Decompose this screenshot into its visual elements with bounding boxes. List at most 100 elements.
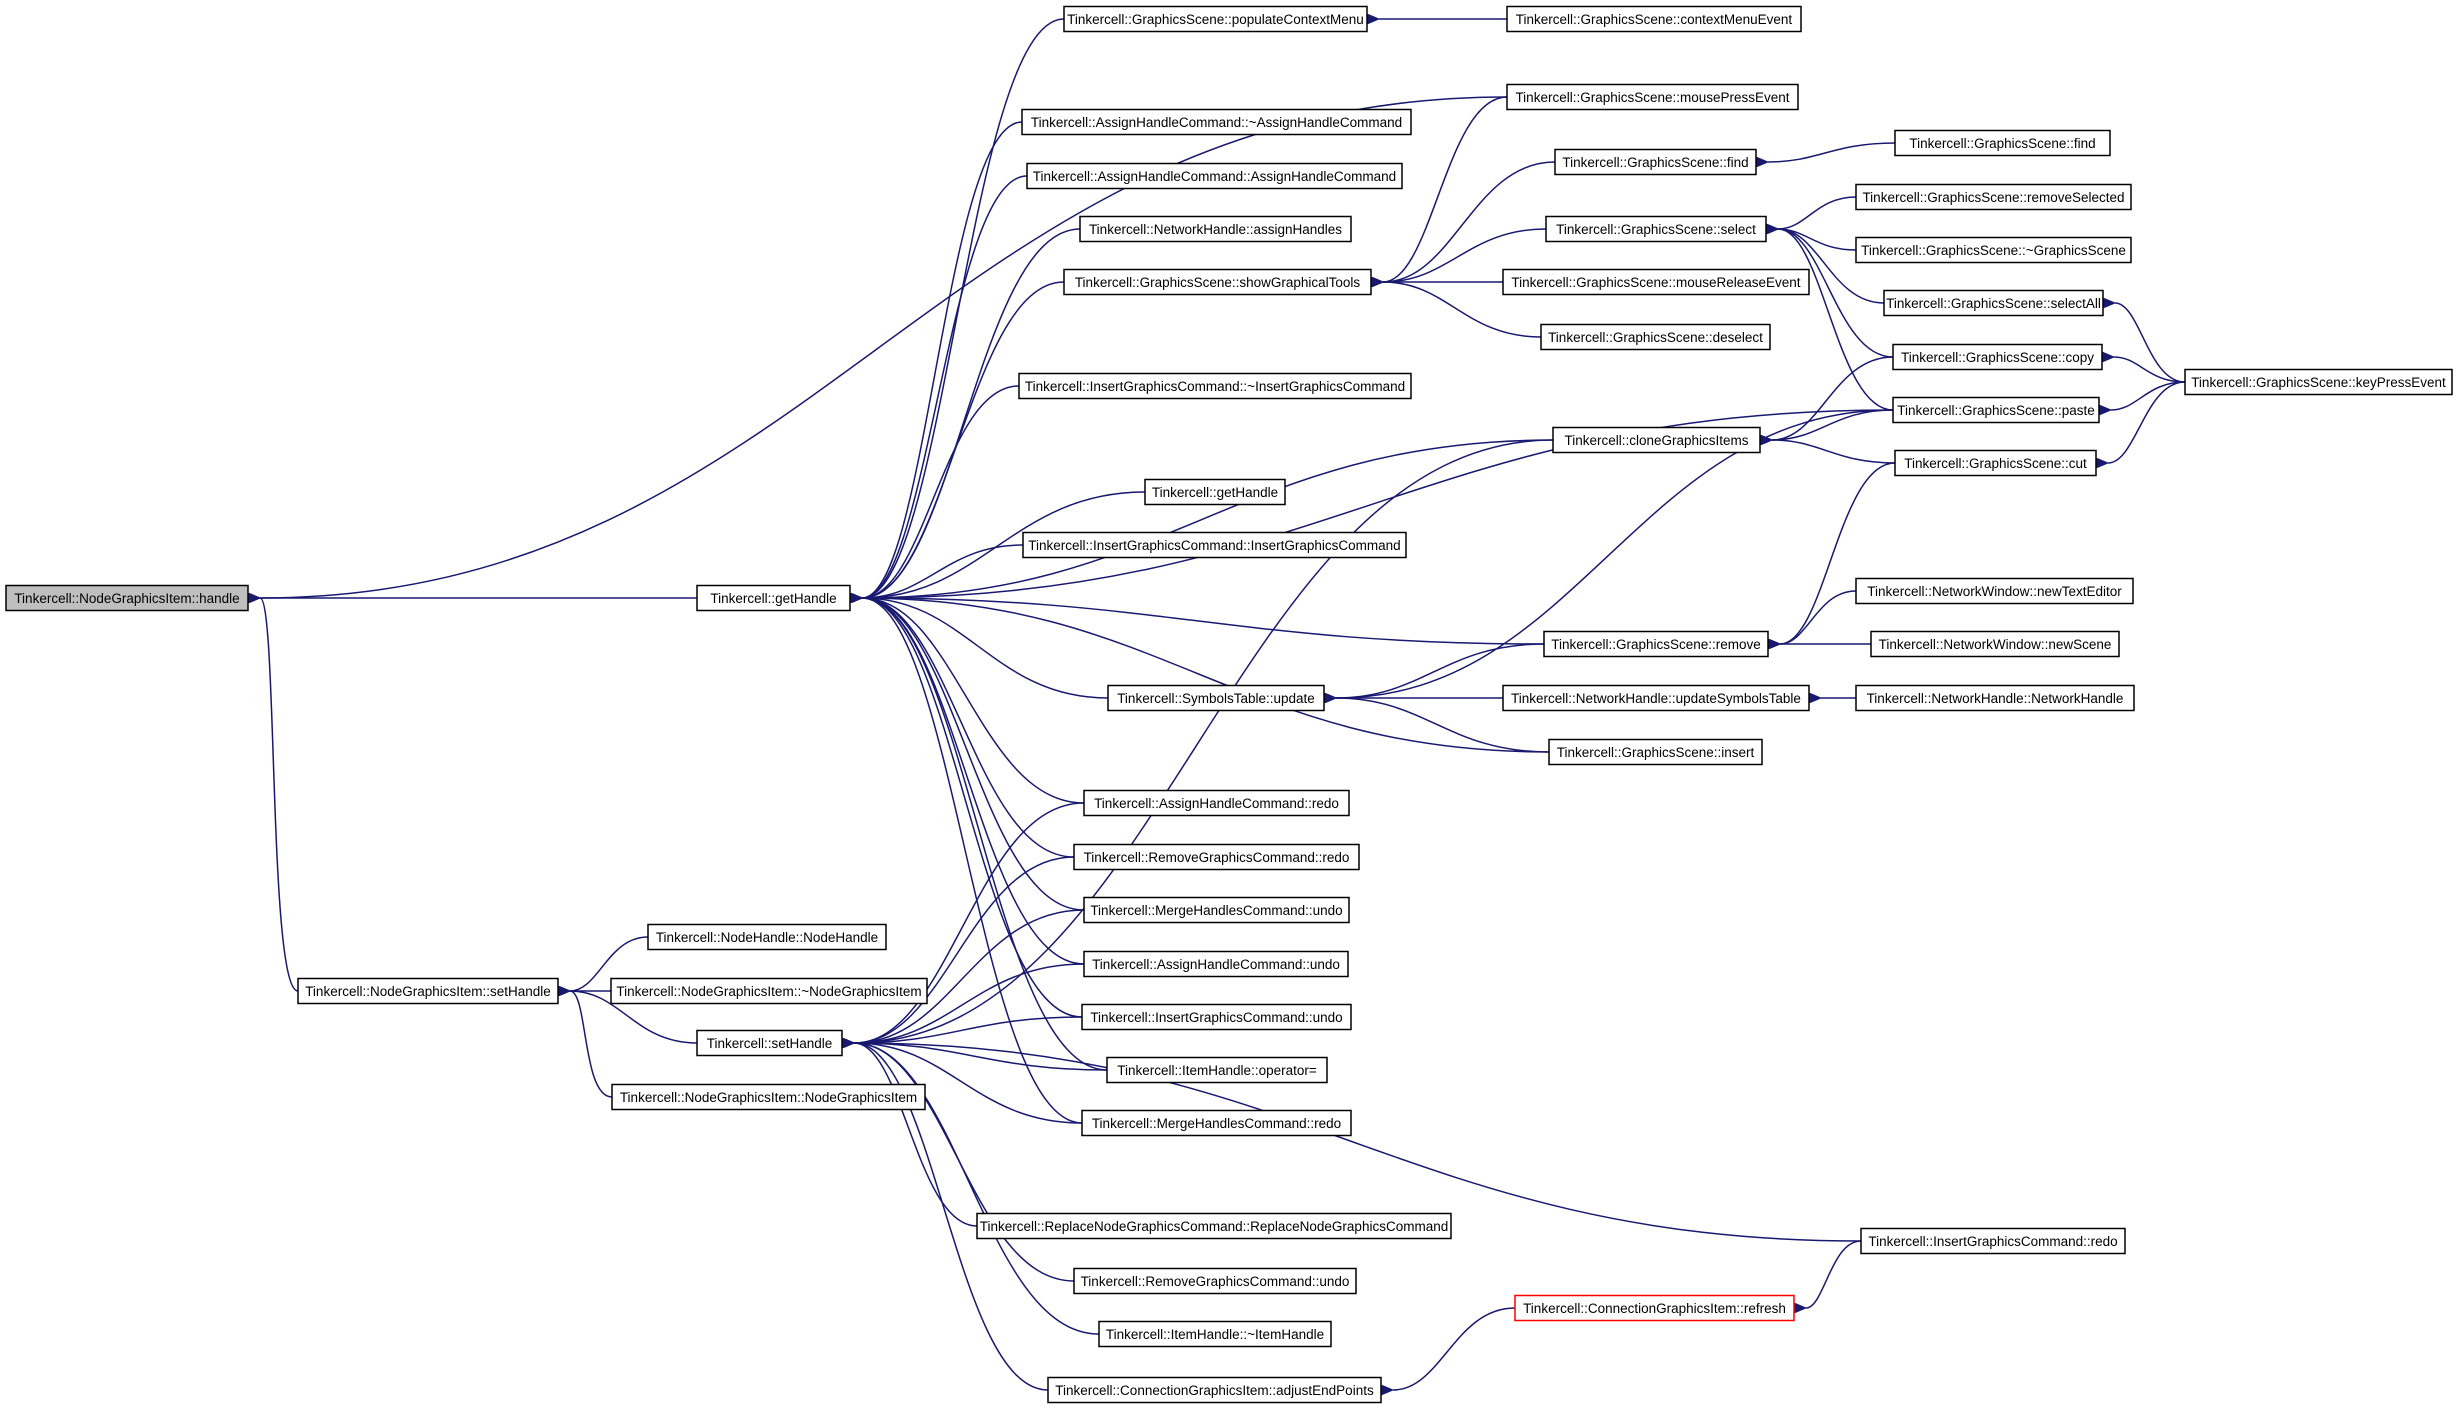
function-node[interactable]: Tinkercell::NetworkWindow::newScene (1870, 630, 2120, 658)
call-edge-n24-to-n21 (2115, 303, 2186, 383)
function-node[interactable]: Tinkercell::AssignHandleCommand::~Assign… (1021, 108, 1412, 136)
function-node-label: Tinkercell::AssignHandleCommand::undo (1092, 957, 1340, 972)
function-node[interactable]: Tinkercell::RemoveGraphicsCommand::redo (1073, 843, 1360, 871)
function-node-label: Tinkercell::GraphicsScene::paste (1897, 403, 2095, 418)
function-node[interactable]: Tinkercell::InsertGraphicsCommand::~Inse… (1018, 372, 1412, 400)
function-node-box (976, 1212, 1452, 1240)
function-node[interactable]: Tinkercell::MergeHandlesCommand::redo (1081, 1109, 1352, 1137)
function-node[interactable]: Tinkercell::NetworkHandle::assignHandles (1079, 215, 1352, 243)
call-edge-n3-to-n2 (570, 991, 698, 1044)
function-node[interactable]: Tinkercell::GraphicsScene::paste (1892, 396, 2100, 424)
call-edge-n39-to-n1 (862, 598, 1108, 1071)
function-node[interactable]: Tinkercell::NetworkHandle::updateSymbols… (1502, 684, 1810, 712)
function-node[interactable]: Tinkercell::GraphicsScene::contextMenuEv… (1506, 5, 1802, 33)
function-node-box (1883, 289, 2104, 317)
function-node[interactable]: Tinkercell::setHandle (696, 1029, 843, 1057)
function-node-box (1144, 478, 1286, 506)
function-node-box (1018, 372, 1412, 400)
function-node[interactable]: Tinkercell::InsertGraphicsCommand::redo (1860, 1227, 2126, 1255)
function-node[interactable]: Tinkercell::getHandle (1144, 478, 1286, 506)
function-node[interactable]: Tinkercell::ReplaceNodeGraphicsCommand::… (976, 1212, 1452, 1240)
function-node-label: Tinkercell::GraphicsScene::select (1556, 222, 1756, 237)
function-node[interactable]: Tinkercell::getHandle (696, 584, 851, 612)
function-node-label: Tinkercell::NetworkWindow::newTextEditor (1867, 584, 2122, 599)
function-node[interactable]: Tinkercell::NodeGraphicsItem::NodeGraphi… (611, 1083, 926, 1111)
function-node-box (297, 977, 559, 1005)
function-node-box (2184, 368, 2453, 396)
function-node[interactable]: Tinkercell::ConnectionGraphicsItem::refr… (1514, 1294, 1795, 1322)
function-node[interactable]: Tinkercell::NetworkWindow::newTextEditor (1855, 577, 2134, 605)
function-node-label: Tinkercell::GraphicsScene::selectAll (1886, 296, 2101, 311)
function-node-box (1548, 738, 1763, 766)
function-node[interactable]: Tinkercell::MergeHandlesCommand::undo (1083, 896, 1350, 924)
function-node-label: Tinkercell::ItemHandle::operator= (1117, 1063, 1317, 1078)
call-edge-n26-to-n1 (862, 439, 1554, 598)
function-node-label: Tinkercell::GraphicsScene::deselect (1548, 330, 1763, 345)
call-edge-n45-to-n3 (854, 1043, 1075, 1282)
function-node[interactable]: Tinkercell::ItemHandle::~ItemHandle (1098, 1320, 1332, 1348)
function-node-box (1106, 1056, 1328, 1084)
function-node[interactable]: Tinkercell::GraphicsScene::deselect (1540, 323, 1771, 351)
function-node[interactable]: Tinkercell::GraphicsScene::select (1545, 215, 1767, 243)
function-node[interactable]: Tinkercell::NodeGraphicsItem::handle (5, 584, 249, 612)
call-edge-n44-to-n3 (854, 1043, 978, 1227)
function-node-box (1894, 129, 2111, 157)
function-node-box (1083, 789, 1350, 817)
function-node[interactable]: Tinkercell::InsertGraphicsCommand::undo (1081, 1003, 1352, 1031)
function-node[interactable]: Tinkercell::RemoveGraphicsCommand::undo (1073, 1267, 1357, 1295)
function-node-label: Tinkercell::GraphicsScene::insert (1557, 745, 1755, 760)
function-node[interactable]: Tinkercell::GraphicsScene::cut (1894, 449, 2097, 477)
function-node[interactable]: Tinkercell::GraphicsScene::showGraphical… (1063, 268, 1372, 296)
function-node-label: Tinkercell::NodeGraphicsItem::NodeGraphi… (620, 1090, 917, 1105)
call-edge-n8-to-n1 (862, 175, 1028, 598)
function-node-box (1081, 1003, 1352, 1031)
function-node[interactable]: Tinkercell::GraphicsScene::keyPressEvent (2184, 368, 2453, 396)
function-node-label: Tinkercell::GraphicsScene::remove (1551, 637, 1761, 652)
function-node[interactable]: Tinkercell::NodeGraphicsItem::~NodeGraph… (610, 977, 928, 1005)
function-node-label: Tinkercell::NetworkHandle::updateSymbols… (1511, 691, 1801, 706)
function-node-label: Tinkercell::GraphicsScene::populateConte… (1067, 12, 1364, 27)
function-node-label: Tinkercell::AssignHandleCommand::AssignH… (1033, 169, 1396, 184)
function-node[interactable]: Tinkercell::InsertGraphicsCommand::Inser… (1022, 531, 1407, 559)
function-node-box (1021, 108, 1412, 136)
edges-layer (260, 19, 2186, 1390)
function-node-box (610, 977, 928, 1005)
function-node[interactable]: Tinkercell::GraphicsScene::remove (1543, 630, 1769, 658)
call-edge-n11-to-n1 (862, 385, 1020, 598)
function-node-box (611, 1083, 926, 1111)
call-edge-n40-to-n3 (854, 1043, 1083, 1124)
function-node[interactable]: Tinkercell::GraphicsScene::mousePressEve… (1506, 83, 1799, 111)
function-node[interactable]: Tinkercell::SymbolsTable::update (1107, 684, 1325, 712)
function-node[interactable]: Tinkercell::GraphicsScene::find (1554, 148, 1757, 176)
function-node-box (1855, 684, 2135, 712)
function-node[interactable]: Tinkercell::ConnectionGraphicsItem::adju… (1047, 1376, 1382, 1404)
function-node[interactable]: Tinkercell::ItemHandle::operator= (1106, 1056, 1328, 1084)
function-node[interactable]: Tinkercell::GraphicsScene::insert (1548, 738, 1763, 766)
function-node[interactable]: Tinkercell::GraphicsScene::removeSelecte… (1855, 183, 2132, 211)
call-edge-n23-to-n26 (1772, 356, 1894, 440)
function-node[interactable]: Tinkercell::GraphicsScene::copy (1892, 343, 2103, 371)
function-node[interactable]: Tinkercell::GraphicsScene::mouseReleaseE… (1502, 268, 1810, 296)
function-node-box (1860, 1227, 2126, 1255)
function-node-label: Tinkercell::getHandle (1152, 485, 1278, 500)
function-node[interactable]: Tinkercell::NodeHandle::NodeHandle (647, 923, 887, 951)
function-node[interactable]: Tinkercell::AssignHandleCommand::undo (1083, 950, 1349, 978)
function-node[interactable]: Tinkercell::GraphicsScene::populateConte… (1063, 5, 1368, 33)
call-edge-n29-to-n14 (1336, 643, 1545, 698)
function-node[interactable]: Tinkercell::AssignHandleCommand::redo (1083, 789, 1350, 817)
function-node-label: Tinkercell::InsertGraphicsCommand::redo (1868, 1234, 2117, 1249)
call-edge-n40-to-n1 (862, 598, 1083, 1124)
function-node[interactable]: Tinkercell::AssignHandleCommand::AssignH… (1026, 162, 1403, 190)
function-node-label: Tinkercell::ConnectionGraphicsItem::refr… (1523, 1301, 1786, 1316)
function-node[interactable]: Tinkercell::GraphicsScene::selectAll (1883, 289, 2104, 317)
function-node-label: Tinkercell::NodeHandle::NodeHandle (656, 930, 878, 945)
function-node[interactable]: Tinkercell::NetworkHandle::NetworkHandle (1855, 684, 2135, 712)
function-node[interactable]: Tinkercell::cloneGraphicsItems (1552, 426, 1761, 454)
function-node-label: Tinkercell::GraphicsScene::find (1562, 155, 1748, 170)
call-edge-n6-to-n10 (1383, 96, 1508, 282)
function-node[interactable]: Tinkercell::GraphicsScene::find (1894, 129, 2111, 157)
function-node-label: Tinkercell::AssignHandleCommand::~Assign… (1031, 115, 1402, 130)
function-node[interactable]: Tinkercell::GraphicsScene::~GraphicsScen… (1855, 236, 2132, 264)
function-node[interactable]: Tinkercell::NodeGraphicsItem::setHandle (297, 977, 559, 1005)
